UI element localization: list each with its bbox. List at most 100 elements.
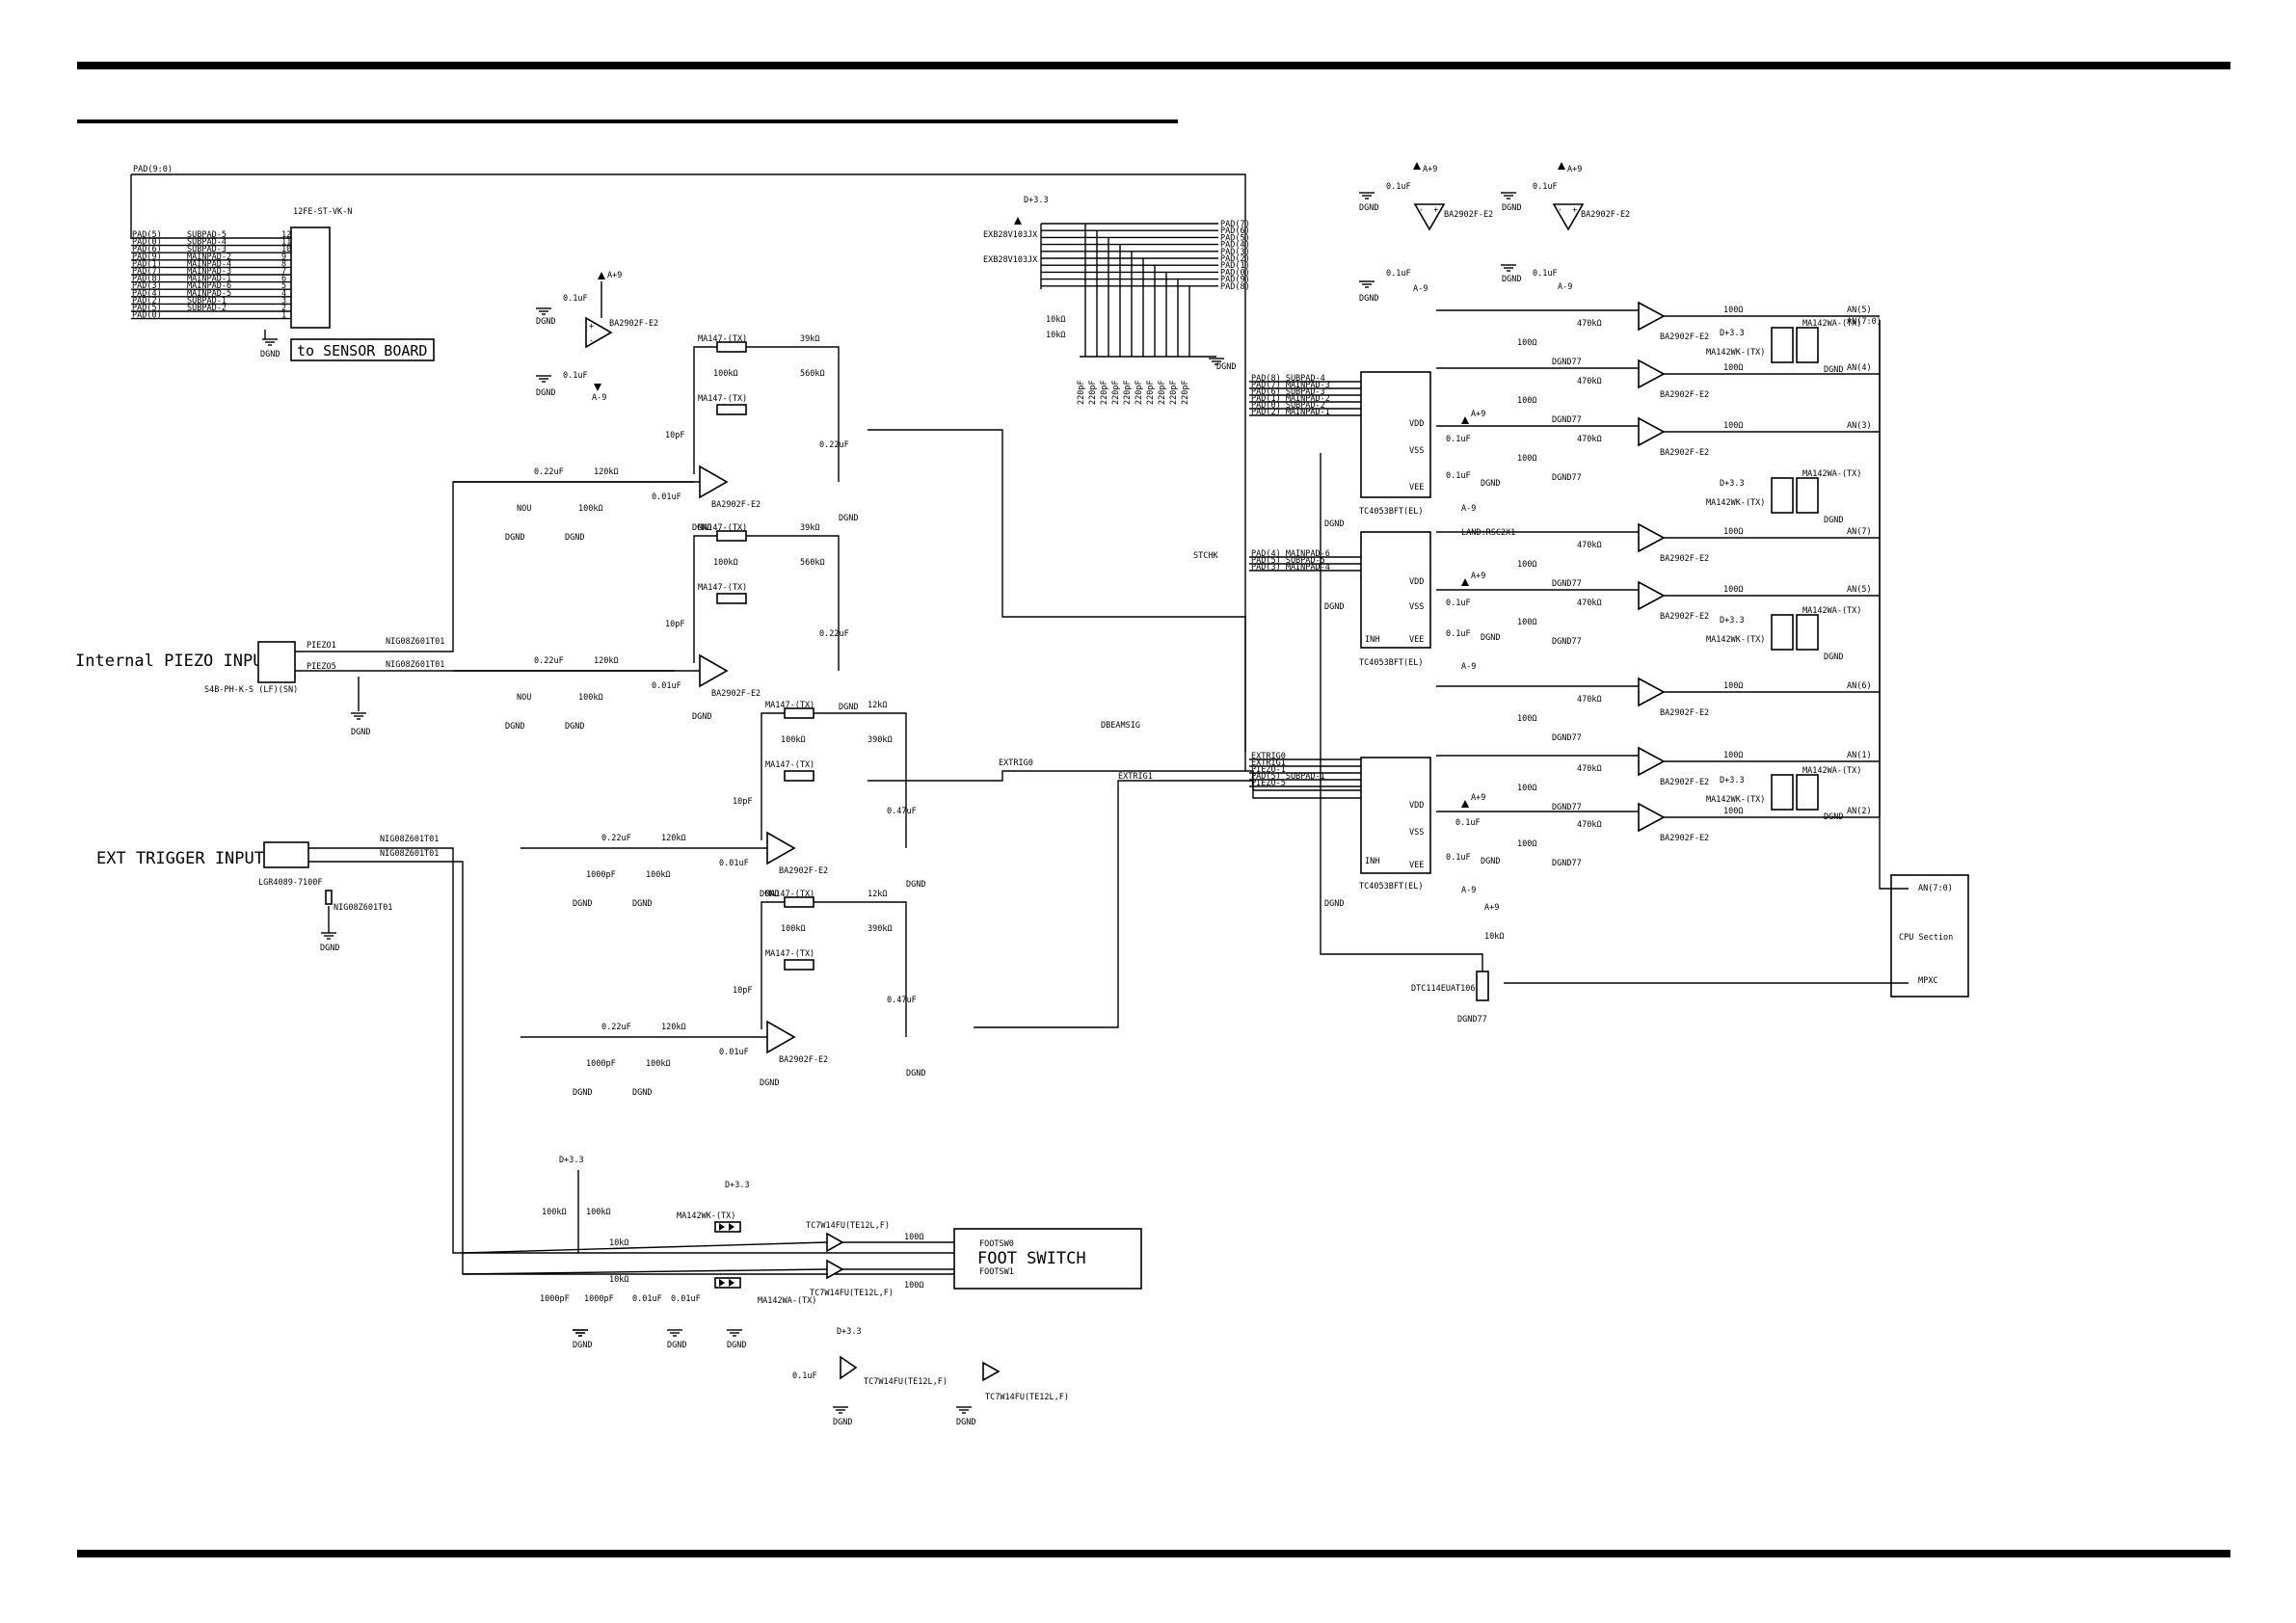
chain-opamp-gnd: DGND [692,712,711,722]
sensor-pin-signal: MAINPAD-2 [187,253,231,262]
svg-text:TC7W14FU(TE12L,F): TC7W14FU(TE12L,F) [810,1289,894,1298]
svg-text:VDD: VDD [1409,419,1424,429]
sensor-pin-signal: MAINPAD-4 [187,259,231,269]
chain-r-gnd: DGND [632,899,652,909]
sensor-pin-net: PAD(5) [132,230,162,240]
svg-text:0.1uF: 0.1uF [1446,853,1471,863]
svg-text:100Ω: 100Ω [904,1281,923,1290]
chain-output-cap: 0.47uF [887,996,917,1005]
svg-text:MPXC: MPXC [1918,976,1937,986]
an-output-label: AN(3) [1847,421,1872,431]
pullup-pad: PAD(6) [1220,226,1250,236]
sensor-pin-net: PAD(4) [132,289,162,299]
svg-text:TC7W14FU(TE12L,F): TC7W14FU(TE12L,F) [864,1377,948,1387]
chain-feedback-r2: 100kΩ [781,924,806,934]
svg-text:NIG08Z601T01: NIG08Z601T01 [386,637,444,647]
mux-input-label: PIEZO-1 [1251,765,1286,775]
chain-diode2 [716,404,747,415]
svg-text:0.01uF: 0.01uF [632,1294,662,1304]
pad-bus-label: PAD(9:0) [133,165,173,174]
chain-feedback-r1: 39kΩ [800,334,819,344]
output-resistor: 100Ω [1723,363,1743,373]
svg-text:0.1uF: 0.1uF [1446,599,1471,608]
svg-text:INH: INH [1365,857,1379,866]
chain-feedback-r3: 560kΩ [800,369,825,379]
sensor-pin-net: PAD(3) [132,281,162,291]
output-resistor: 100Ω [1723,807,1743,816]
chain-filter-cap: 0.01uF [719,859,749,868]
chain-diode [784,896,814,908]
sensor-pin-net: PAD(0) [132,238,162,248]
clamp-supply: D+3.3 [1720,479,1745,489]
pullup-cap: 220pF [1135,380,1144,405]
svg-text:0.1uF: 0.1uF [1446,629,1471,639]
svg-text:A+9: A+9 [1423,165,1437,174]
sensor-pin-signal: MAINPAD-3 [187,267,231,277]
bias-resistor: 470kΩ [1577,377,1602,386]
chain-feedback-r3: 390kΩ [868,924,893,934]
chain-feedback-r1: 39kΩ [800,523,819,533]
mux-supplies: A+9 A+9 A+9 0.1uF 0.1uF 0.1uF 0.1uF 0.1u… [1324,410,1500,909]
svg-text:TC4053BFT(EL): TC4053BFT(EL) [1359,658,1424,668]
clamp-supply: D+3.3 [1720,329,1745,338]
bias-resistor: 470kΩ [1577,541,1602,550]
svg-text:D+3.3: D+3.3 [559,1156,584,1165]
svg-text:VDD: VDD [1409,577,1424,587]
svg-text:DGND: DGND [1481,633,1500,643]
chain-diode [716,341,747,353]
chain-diode2-label: MA147-(TX) [765,949,814,959]
svg-text:0.1uF: 0.1uF [1446,435,1471,444]
clamp-diode-a-label: MA142WA-(TX) [1802,319,1861,329]
chain-bias-resistor: 100kΩ [646,870,671,880]
svg-text:DGND: DGND [1502,275,1521,284]
chain-diode-label: MA147-(TX) [698,523,747,533]
chain-diode2-label: MA147-(TX) [698,394,747,404]
chain-ext-cap: 1000pF [586,870,616,880]
svg-text:FOOTSW1: FOOTSW1 [979,1267,1014,1277]
bias-resistor: 470kΩ [1577,695,1602,705]
bias-resistor: 470kΩ [1577,319,1602,329]
chain-nou: NOU [517,504,531,514]
svg-text:A+9: A+9 [1484,903,1499,913]
sensor-pin-net: PAD(8) [132,275,162,284]
chain-diode-label: MA147-(TX) [765,890,814,899]
output-opamp-part: BA2902F-E2 [1660,834,1709,843]
clamp-ground: DGND [1824,652,1843,662]
sensor-pin-number: 6 [281,275,286,284]
chain-opamp-gnd: DGND [760,1078,779,1088]
land-label: LAND:RSC2X1 [1461,528,1515,538]
svg-text:A+9: A+9 [1471,410,1485,419]
sensor-pin-number: 4 [281,289,286,299]
chain-output-cap: 0.22uF [819,629,849,639]
pullup-pad: PAD(3) [1220,248,1250,257]
svg-text:DGND: DGND [320,944,339,953]
svg-text:VEE: VEE [1409,483,1424,492]
pullup-cap: 220pF [1123,380,1133,405]
an-output-label: AN(7) [1847,527,1872,537]
sensor-pin-number: 3 [281,296,286,306]
vref-opamp: BA2902F-E2 A+9 DGND DGND 0.1uF 0.1uF A-9 [535,271,658,403]
pullup-cap: 220pF [1100,380,1109,405]
chain-r-gnd: DGND [565,722,584,732]
an-output-label: AN(5) [1847,306,1872,315]
an-output-label: AN(4) [1847,363,1872,373]
svg-text:DGND: DGND [1359,294,1378,304]
title-underline [77,120,1178,123]
svg-text:NIG08Z601T01: NIG08Z601T01 [380,835,439,844]
bias-ground: DGND77 [1552,859,1582,868]
chain-out-gnd: DGND [906,880,925,890]
output-resistor: 100Ω [1723,306,1743,315]
svg-text:AN(7:0): AN(7:0) [1918,884,1953,893]
pullup-array: D+3.3 EXB28V103JX EXB28V103JX 10kΩ 10kΩ … [983,196,1250,405]
bias-ground: DGND77 [1552,803,1582,812]
svg-text:TC7W14FU(TE12L,F): TC7W14FU(TE12L,F) [985,1393,1069,1402]
sensor-pin-number: 7 [281,267,286,277]
output-resistor: 100Ω [1723,421,1743,431]
input-resistor: 100Ω [1517,338,1536,348]
clamp-diode-a [1796,774,1819,811]
svg-text:100kΩ: 100kΩ [586,1208,611,1217]
svg-text:VDD: VDD [1409,801,1424,811]
output-opamp [1638,746,1666,777]
pullup-pad: PAD(9) [1220,276,1250,285]
